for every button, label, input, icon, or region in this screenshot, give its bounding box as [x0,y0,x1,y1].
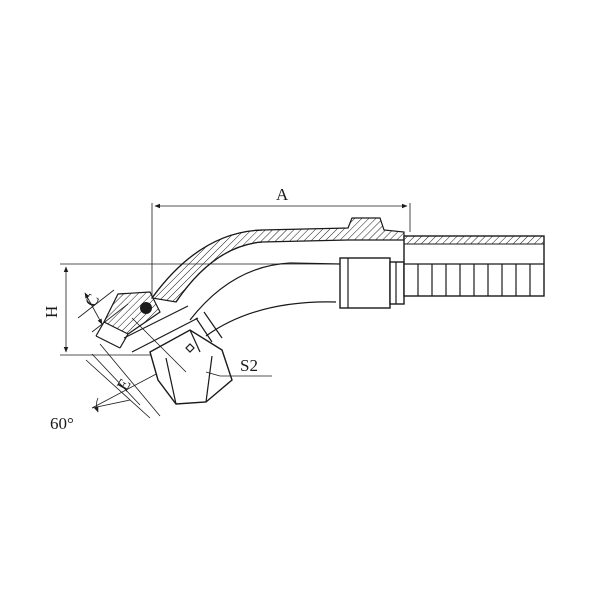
fitting-body [95,217,545,405]
barb-ridges [403,235,545,296]
label-angle: 60° [50,414,74,433]
label-a: A [276,185,289,204]
o-ring [140,302,152,314]
s2-callout: S2 [205,356,272,377]
label-s2: S2 [240,356,258,375]
label-h: H [42,306,61,318]
dimension-a: A [151,185,411,298]
swivel-nut [149,311,233,405]
angle-60: 60° [50,371,161,433]
label-c: C [81,291,103,310]
